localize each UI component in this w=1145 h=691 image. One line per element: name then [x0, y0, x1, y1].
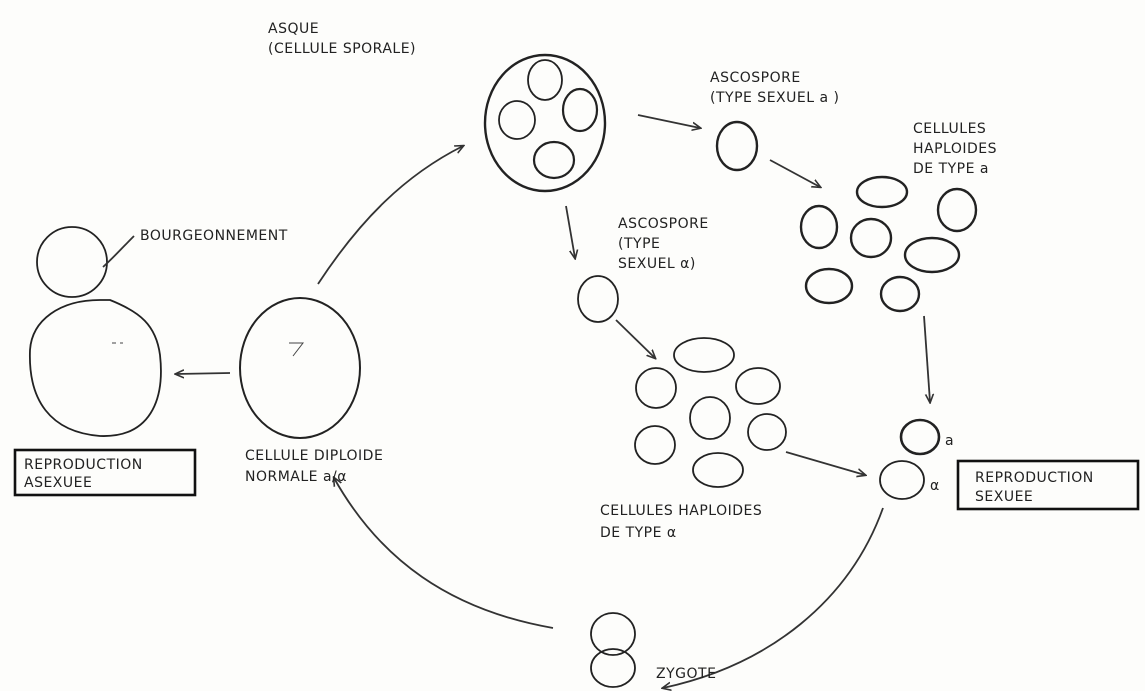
arrow-zygote-to-diploid — [334, 478, 553, 628]
arrow-haploid-alpha-to-mating — [786, 452, 865, 475]
haploid-cells-type-alpha — [635, 338, 786, 487]
diploid-cell — [240, 298, 360, 438]
label-ascospore-alpha-3: SEXUEL α) — [618, 256, 696, 272]
label-repro-sexuee-1: REPRODUCTION — [975, 470, 1094, 486]
ascospore-a — [717, 122, 757, 170]
label-asque: ASQUE — [268, 21, 319, 37]
label-asque-sub: (CELLULE SPORALE) — [268, 41, 416, 57]
arrow-asque-to-ascospore-alpha — [566, 206, 575, 258]
label-haploid-a-3: DE TYPE a — [913, 161, 989, 177]
arrow-mating-to-zygote — [663, 508, 883, 688]
haploid-cells-type-a — [801, 177, 976, 311]
label-ascospore-a: ASCOSPORE — [710, 70, 801, 86]
arrow-asque-to-ascospore-a — [638, 115, 700, 128]
label-repro-asexuee-1: REPRODUCTION — [24, 457, 143, 473]
asque-cell — [485, 55, 605, 191]
label-mating-alpha: α — [930, 478, 940, 494]
ascospore-alpha — [578, 276, 618, 322]
arrow-label-bourgeonnement — [103, 236, 134, 267]
label-repro-asexuee-2: ASEXUEE — [24, 475, 92, 491]
mating-cell-a — [901, 420, 939, 454]
zygote — [591, 613, 635, 687]
nucleus-mark — [289, 343, 303, 356]
arrow-diploid-to-budding — [176, 373, 230, 374]
arrow-ascospore-a-to-haploid-a — [770, 160, 820, 187]
label-bourgeonnement: BOURGEONNEMENT — [140, 228, 288, 244]
budding-cell — [30, 227, 161, 436]
label-haploid-a-1: CELLULES — [913, 121, 986, 137]
label-ascospore-a-sub: (TYPE SEXUEL a ) — [710, 90, 839, 106]
label-haploid-alpha-1: CELLULES HAPLOIDES — [600, 503, 762, 519]
label-diploid-2: NORMALE a/α — [245, 469, 347, 485]
arrow-haploid-a-to-mating — [924, 316, 930, 402]
mating-cell-alpha — [880, 461, 924, 499]
label-ascospore-alpha-1: ASCOSPORE — [618, 216, 709, 232]
arrow-diploid-to-asque — [318, 146, 463, 284]
label-zygote: ZYGOTE — [656, 666, 716, 682]
arrow-ascospore-alpha-to-haploid-alpha — [616, 320, 655, 358]
label-mating-a: a — [945, 433, 954, 449]
label-haploid-alpha-2: DE TYPE α — [600, 525, 677, 541]
label-repro-sexuee-2: SEXUEE — [975, 489, 1033, 505]
label-ascospore-alpha-2: (TYPE — [618, 236, 660, 252]
label-haploid-a-2: HAPLOIDES — [913, 141, 997, 157]
label-diploid-1: CELLULE DIPLOIDE — [245, 448, 383, 464]
